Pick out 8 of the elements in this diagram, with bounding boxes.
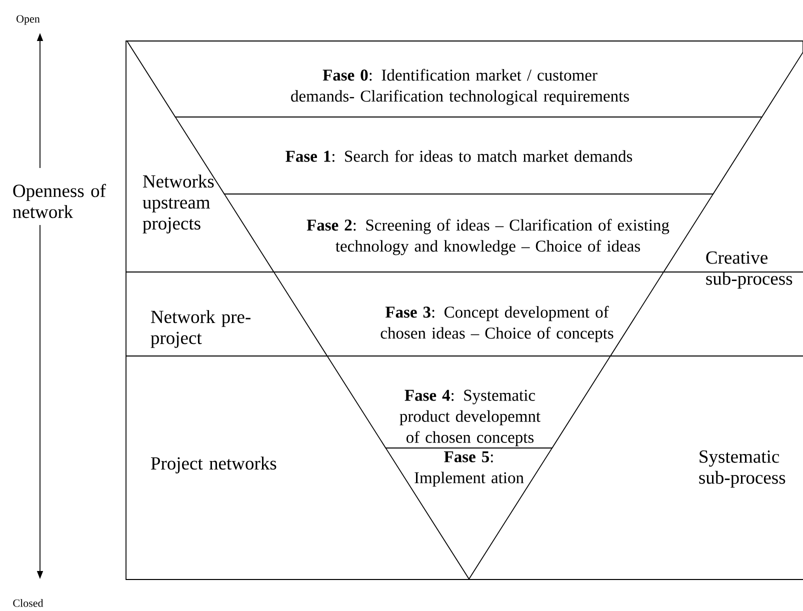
axis-end-label: Closed: [13, 599, 44, 607]
network-label: Networks upstream projects: [142, 174, 214, 234]
axis-label: Openness of network: [12, 184, 106, 218]
subprocess-label: Creative sub-process: [706, 251, 792, 289]
axis-end-label: Open: [16, 15, 40, 25]
subprocess-label: Systematic sub-process: [699, 450, 786, 488]
network-label: Network pre-project: [150, 310, 250, 348]
network-label: Project networks: [150, 456, 276, 474]
